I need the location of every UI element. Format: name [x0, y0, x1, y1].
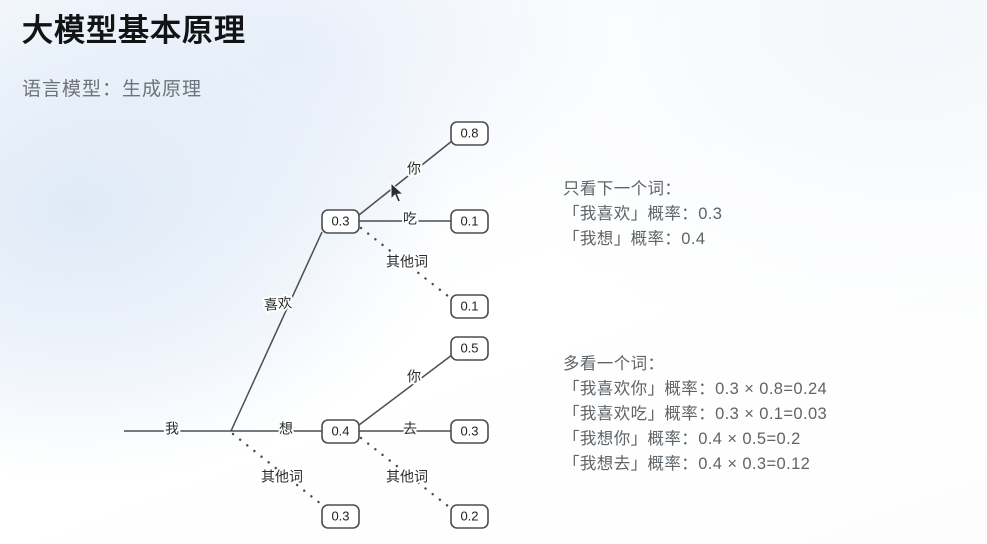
edge-label-root: 我	[165, 421, 179, 437]
edge-label-xiang-other: 其他词	[386, 469, 428, 485]
notes-line: 「我想」概率：0.4	[563, 230, 706, 248]
node-xihuan: 0.3	[321, 209, 360, 234]
edge-label-root-other: 其他词	[261, 469, 303, 485]
notes-block-next-word: 只看下一个词： 「我喜欢」概率：0.3 「我想」概率：0.4	[563, 177, 722, 252]
svg-text:0.3: 0.3	[331, 508, 349, 523]
edge-label-xihuan: 喜欢	[263, 294, 293, 313]
node-xihuan-ni: 0.8	[450, 121, 489, 146]
edge-xiang-to-ni	[358, 354, 453, 426]
edge-xihuan-to-other	[359, 226, 455, 302]
notes-heading-1: 只看下一个词：	[563, 180, 682, 198]
svg-text:0.2: 0.2	[460, 508, 478, 523]
notes-line: 「我想去」概率：0.4 × 0.3=0.12	[563, 455, 811, 473]
svg-text:0.3: 0.3	[460, 423, 478, 438]
node-xiang-other: 0.2	[450, 504, 489, 529]
edge-label-qu: 去	[403, 421, 417, 437]
svg-text:0.1: 0.1	[460, 298, 478, 313]
node-xiang-ni: 0.5	[450, 336, 489, 361]
node-xiang: 0.4	[321, 419, 360, 444]
edge-label-chi: 吃	[403, 211, 417, 227]
node-xihuan-other: 0.1	[450, 294, 489, 319]
edge-xiang-to-other	[359, 436, 455, 512]
notes-block-two-words: 多看一个词： 「我喜欢你」概率：0.3 × 0.8=0.24 「我喜欢吃」概率：…	[563, 352, 827, 477]
page-subtitle: 语言模型：生成原理	[22, 79, 203, 100]
edge-xihuan-to-ni	[358, 140, 453, 216]
edge-root-to-xihuan	[230, 231, 323, 432]
notes-heading-2: 多看一个词：	[563, 355, 665, 373]
edge-label-xiang: 想	[279, 421, 293, 437]
node-xiang-qu: 0.3	[450, 419, 489, 444]
svg-text:0.8: 0.8	[460, 125, 478, 140]
svg-text:0.1: 0.1	[460, 213, 478, 228]
node-xihuan-chi: 0.1	[450, 209, 489, 234]
page-title: 大模型基本原理	[22, 13, 246, 48]
notes-line: 「我喜欢吃」概率：0.3 × 0.1=0.03	[563, 405, 828, 423]
node-root-other: 0.3	[321, 504, 360, 529]
notes-line: 「我喜欢」概率：0.3	[563, 205, 723, 223]
svg-text:0.4: 0.4	[331, 423, 349, 438]
notes-line: 「我想你」概率：0.4 × 0.5=0.2	[563, 430, 801, 448]
edge-label-ni-bottom: 你	[407, 369, 421, 385]
svg-text:0.5: 0.5	[460, 340, 478, 355]
edge-label-ni-top: 你	[407, 161, 421, 177]
edge-root-to-other	[231, 432, 328, 510]
svg-text:0.3: 0.3	[331, 213, 349, 228]
notes-line: 「我喜欢你」概率：0.3 × 0.8=0.24	[563, 380, 828, 398]
edge-label-xihuan-other: 其他词	[386, 254, 428, 270]
